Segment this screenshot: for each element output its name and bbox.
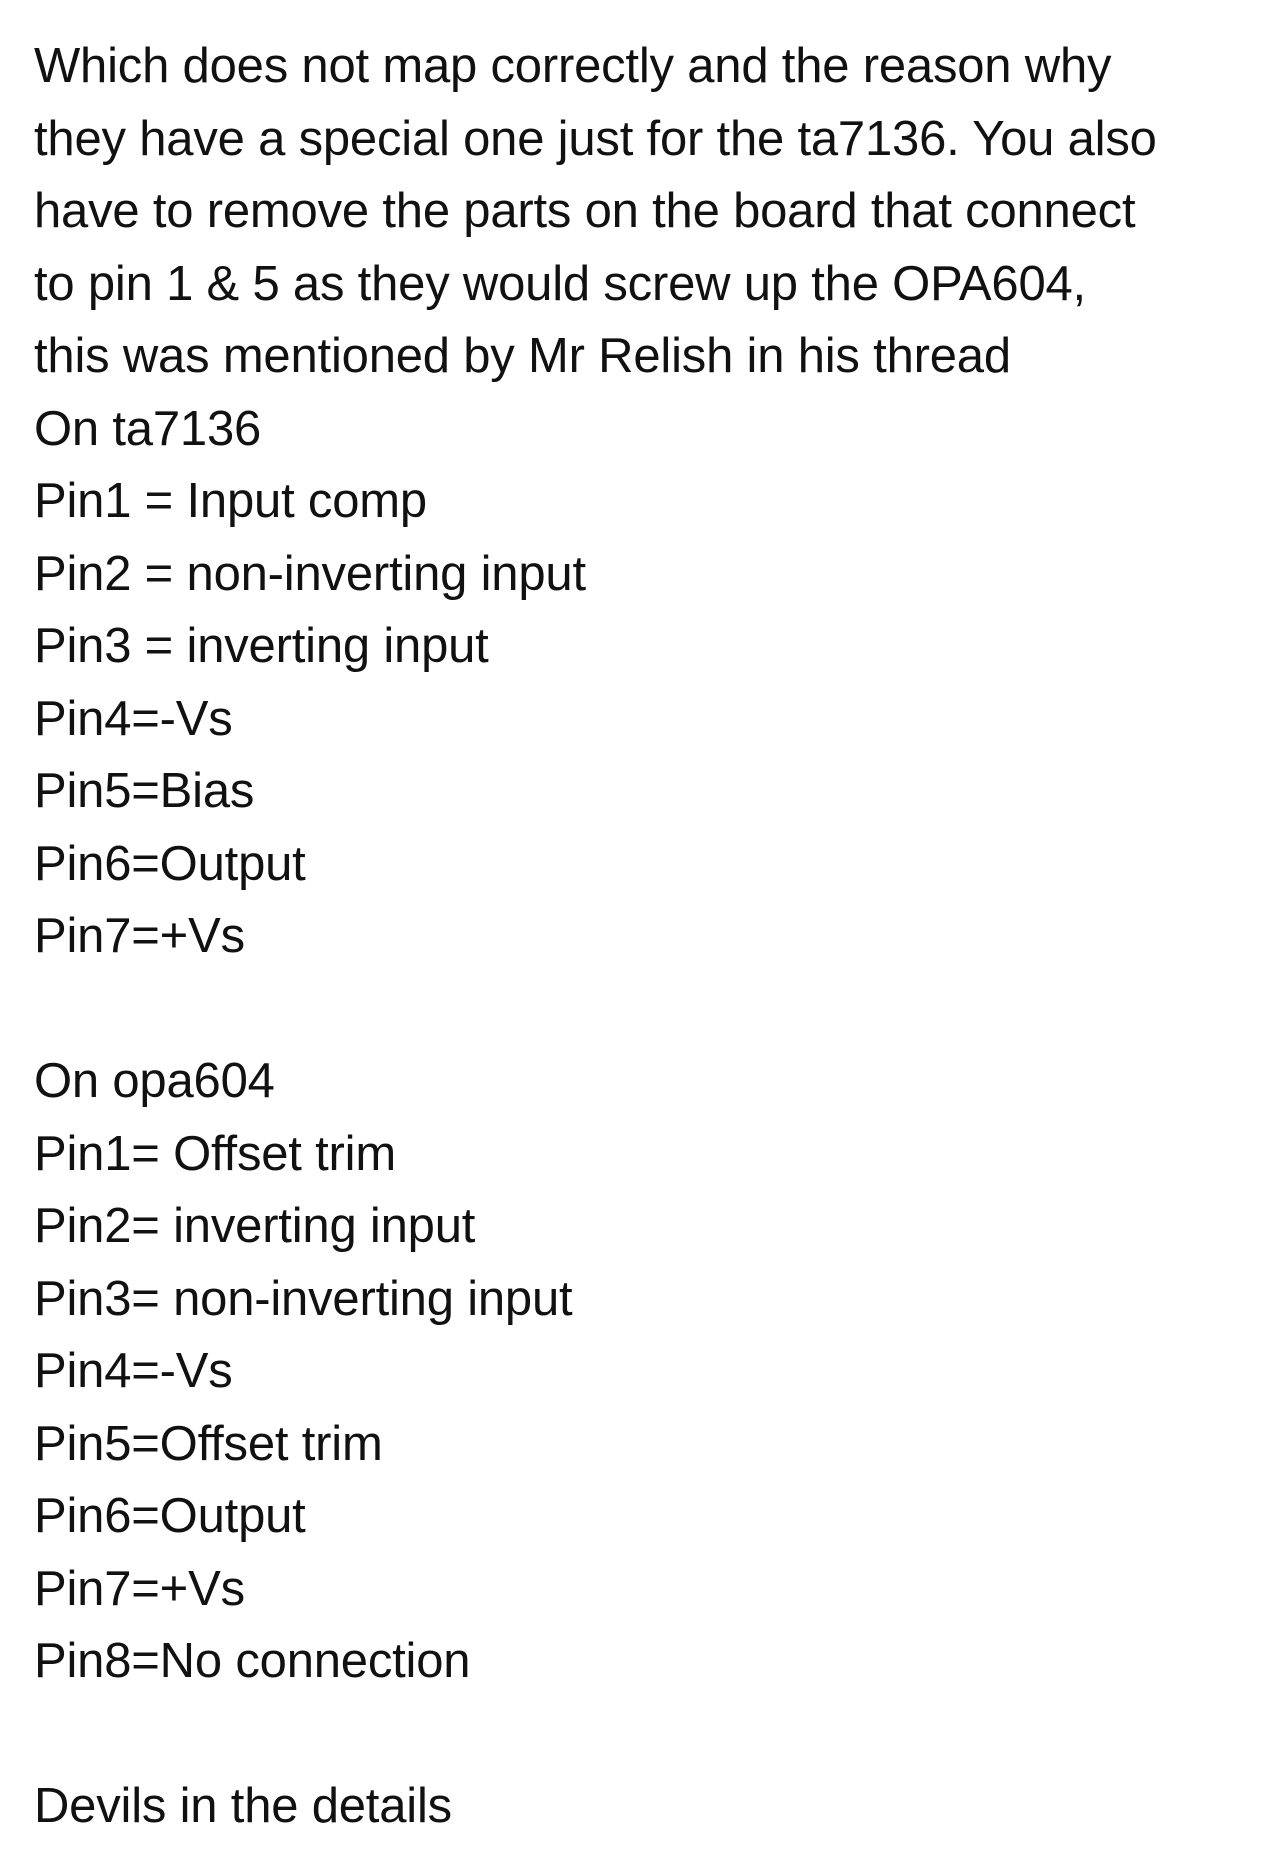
ta7136-pin-1: Pin1 = Input comp (34, 474, 427, 528)
opa604-pin-4: Pin4=-Vs (34, 1344, 233, 1398)
opa604-pin-5: Pin5=Offset trim (34, 1416, 383, 1471)
ta7136-pin-2: Pin2 = non-inverting input (34, 546, 586, 601)
intro-line: to pin 1 & 5 as they would screw up the … (34, 256, 1086, 311)
intro-line: this was mentioned by Mr Relish in his t… (34, 329, 1011, 383)
opa604-pin-7: Pin7=+Vs (34, 1561, 245, 1616)
ta7136-pin-5: Pin5=Bias (34, 764, 255, 818)
opa604-heading: On opa604 (34, 1054, 275, 1108)
intro-line: have to remove the parts on the board th… (34, 184, 1136, 238)
ta7136-pin-4: Pin4=-Vs (34, 691, 233, 746)
intro-paragraph: Which does not map correctly and the rea… (34, 30, 1254, 393)
blank-line (34, 1698, 1254, 1771)
opa604-pin-2: Pin2= inverting input (34, 1199, 476, 1253)
opa604-pin-1: Pin1= Offset trim (34, 1126, 396, 1181)
ta7136-section: On ta7136 Pin1 = Input comp Pin2 = non-i… (34, 393, 1254, 973)
note-body: Which does not map correctly and the rea… (34, 30, 1254, 1843)
blank-line (34, 973, 1254, 1046)
ta7136-pin-7: Pin7=+Vs (34, 909, 245, 963)
intro-line: they have a special one just for the ta7… (34, 111, 1157, 166)
opa604-pin-3: Pin3= non-inverting input (34, 1271, 573, 1326)
opa604-pin-8: Pin8=No connection (34, 1634, 471, 1688)
closing-line: Devils in the details (34, 1779, 452, 1833)
opa604-section: On opa604 Pin1= Offset trim Pin2= invert… (34, 1045, 1254, 1698)
intro-line: Which does not map correctly and the rea… (34, 39, 1112, 93)
opa604-pin-6: Pin6=Output (34, 1489, 306, 1543)
ta7136-heading: On ta7136 (34, 401, 262, 456)
ta7136-pin-6: Pin6=Output (34, 836, 306, 891)
ta7136-pin-3: Pin3 = inverting input (34, 619, 489, 673)
